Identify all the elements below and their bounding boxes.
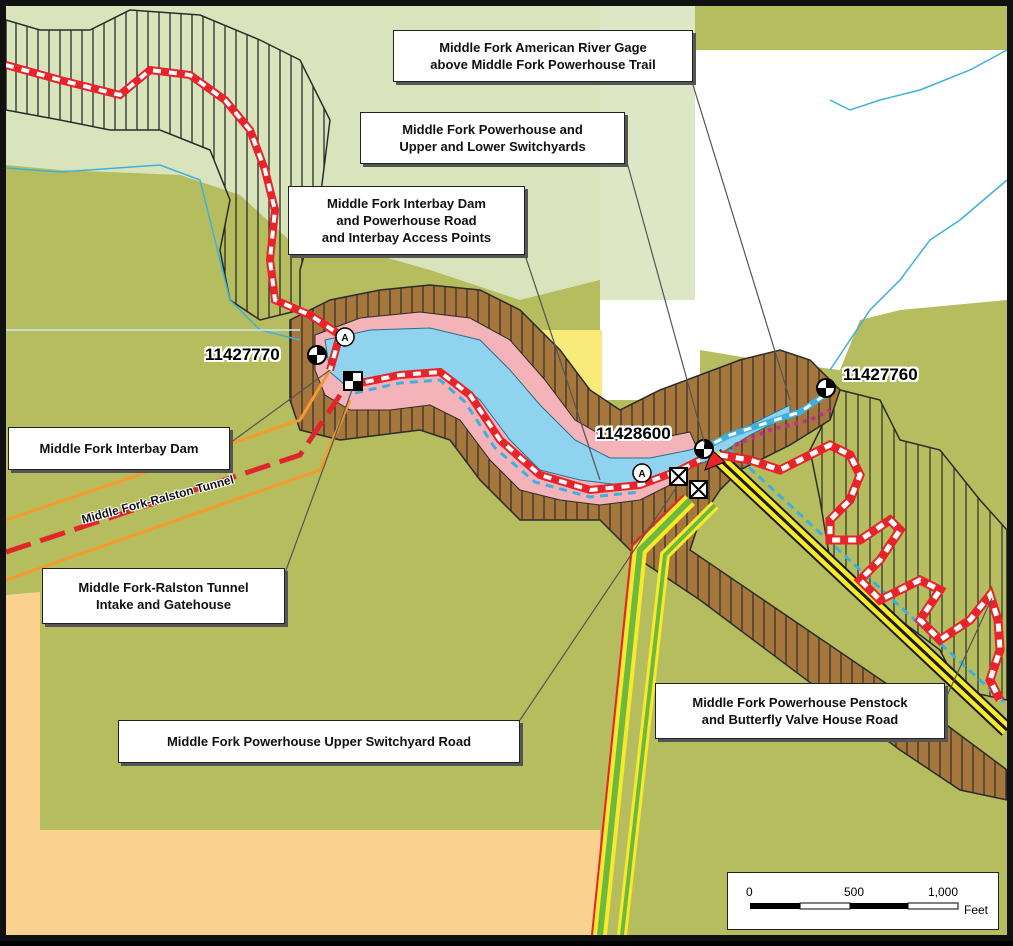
switchyard-transmission xyxy=(591,494,719,936)
tunnel-boundary-upper xyxy=(5,369,332,522)
callout-interbay-dam: Middle Fork Interbay Dam xyxy=(8,427,230,470)
tunnel-intake-icon xyxy=(343,371,363,391)
callout-line: and Powerhouse Road xyxy=(336,213,477,228)
station-label-11427770: 11427770 xyxy=(205,345,280,364)
callout-penstock-road: Middle Fork Powerhouse Penstock and Butt… xyxy=(655,683,945,739)
gage-icon-11427760 xyxy=(816,378,836,398)
access-point-icon-north: A xyxy=(335,327,355,347)
scale-bar-graphic xyxy=(750,902,959,910)
trail-upstream xyxy=(4,61,345,372)
river-tributary-ne xyxy=(829,49,1008,111)
tunnel-line xyxy=(5,393,343,555)
river-upstream xyxy=(5,164,301,341)
lower-switchyard-symbol xyxy=(689,480,708,499)
callout-line: Middle Fork Interbay Dam xyxy=(39,441,199,456)
land-white xyxy=(600,50,1007,370)
callout-line: Upper and Lower Switchyards xyxy=(399,139,586,154)
callout-line: Middle Fork-Ralston Tunnel xyxy=(78,580,249,595)
callout-line: and Interbay Access Points xyxy=(321,230,492,245)
powerhouse-road xyxy=(349,367,702,499)
scale-tick-500: 500 xyxy=(844,885,865,899)
valve-house-road xyxy=(719,439,1005,703)
callout-line: Middle Fork Powerhouse Upper Switchyard … xyxy=(166,734,472,749)
gage-icon-11428600 xyxy=(694,439,714,459)
gage-trail xyxy=(698,392,831,453)
callout-powerhouse-switchyards: Middle Fork Powerhouse and Upper and Low… xyxy=(360,112,625,164)
leader-lines xyxy=(229,84,993,721)
callout-line: and Butterfly Valve House Road xyxy=(701,712,899,727)
callout-tunnel-intake: Middle Fork-Ralston Tunnel Intake and Ga… xyxy=(42,568,285,624)
scale-tick-0: 0 xyxy=(746,885,753,899)
gage-icon-11427770 xyxy=(307,345,327,365)
scale-tick-1000: 1,000 xyxy=(928,885,959,899)
callout-upper-switchyard-road: Middle Fork Powerhouse Upper Switchyard … xyxy=(118,720,520,763)
callout-line: Middle Fork Interbay Dam xyxy=(327,196,486,211)
station-label-11427760: 11427760 xyxy=(843,365,918,384)
scale-bar: 0 500 1,000 Feet xyxy=(727,872,999,930)
powerhouse-marker xyxy=(704,449,726,471)
station-label-11428600: 11428600 xyxy=(596,424,671,443)
callout-line: Middle Fork Powerhouse and xyxy=(402,122,583,137)
callout-line: above Middle Fork Powerhouse Trail xyxy=(430,57,656,72)
callout-line: Intake and Gatehouse xyxy=(95,597,232,612)
upper-switchyard-symbol xyxy=(669,467,688,486)
river-tributary-east xyxy=(829,179,1008,371)
access-point-icon-south: A xyxy=(632,463,652,483)
scale-unit: Feet xyxy=(964,903,989,917)
callout-gage-trail: Middle Fork American River Gage above Mi… xyxy=(393,30,693,82)
access-point-label: A xyxy=(638,469,645,480)
callout-line: Middle Fork Powerhouse Penstock xyxy=(692,695,908,710)
land-peach-bottom xyxy=(6,830,600,935)
callout-line: Middle Fork American River Gage xyxy=(439,40,647,55)
callout-interbay-dam-road: Middle Fork Interbay Dam and Powerhouse … xyxy=(288,186,525,255)
access-point-label: A xyxy=(341,333,348,344)
